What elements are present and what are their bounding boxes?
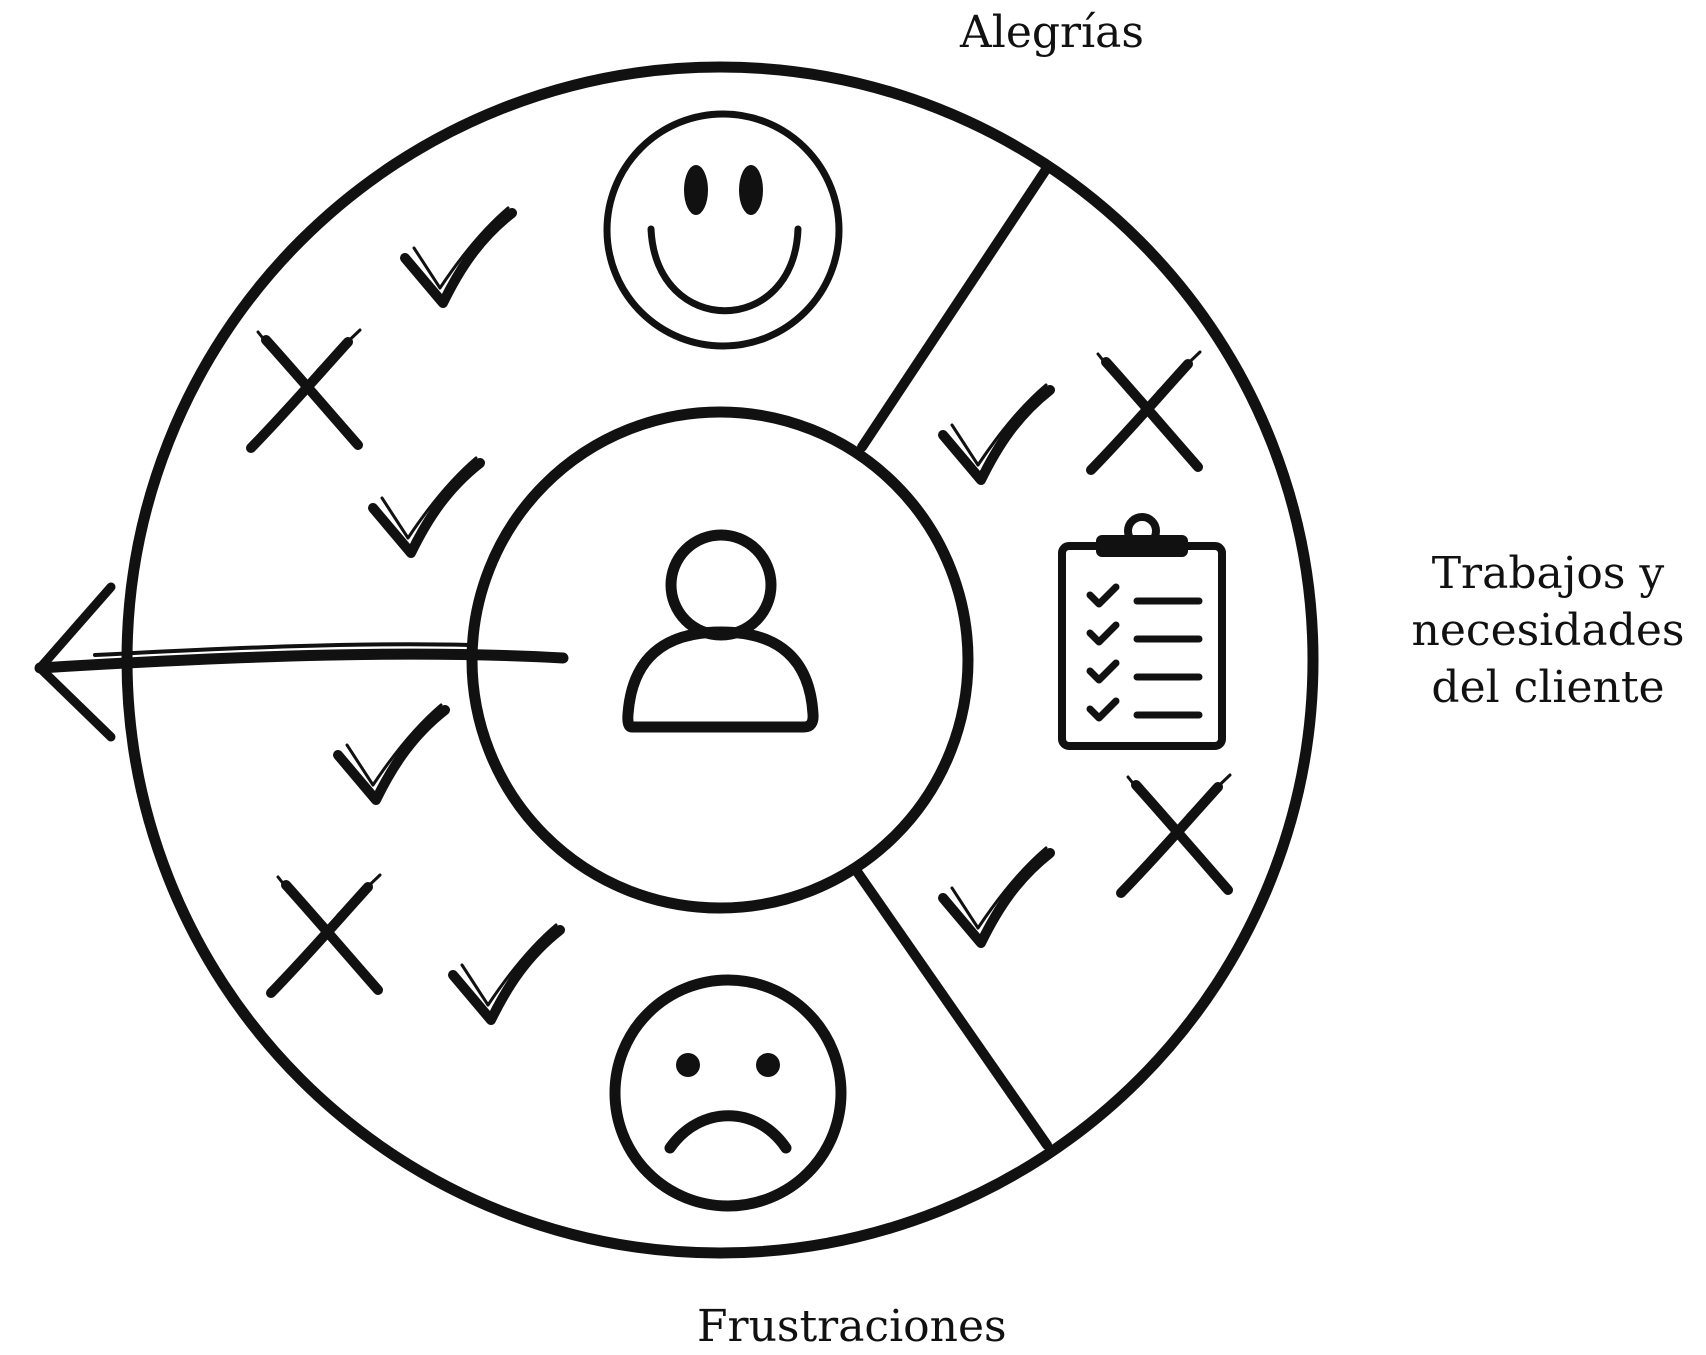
divider-bottom-right [853, 868, 1052, 1150]
cross-icon [266, 873, 383, 998]
check-icon [448, 923, 565, 1025]
label-right-line-2: necesidades [1411, 605, 1685, 657]
arrow-left-icon [34, 582, 569, 742]
check-icon [400, 206, 517, 308]
check-icon [938, 383, 1055, 485]
label-alegrias: Alegrías [960, 7, 1144, 58]
smiley-face-icon [603, 110, 843, 350]
user-icon [622, 529, 819, 733]
sad-face-icon [609, 974, 847, 1212]
clipboard-checklist-icon [1058, 513, 1226, 750]
cross-icon [1086, 350, 1203, 475]
cross-icon [246, 328, 363, 453]
check-icon [938, 846, 1055, 948]
divider-top-right [857, 163, 1052, 452]
cross-icon [1116, 773, 1233, 898]
label-right-line-1: Trabajos y [1431, 548, 1665, 599]
label-frustraciones: Frustraciones [697, 1301, 1007, 1352]
check-icon [333, 703, 450, 805]
label-right-line-3: del cliente [1431, 662, 1665, 714]
check-icon [368, 456, 485, 558]
label-trabajos-necesidades: Trabajos y necesidades del cliente [1398, 545, 1698, 717]
